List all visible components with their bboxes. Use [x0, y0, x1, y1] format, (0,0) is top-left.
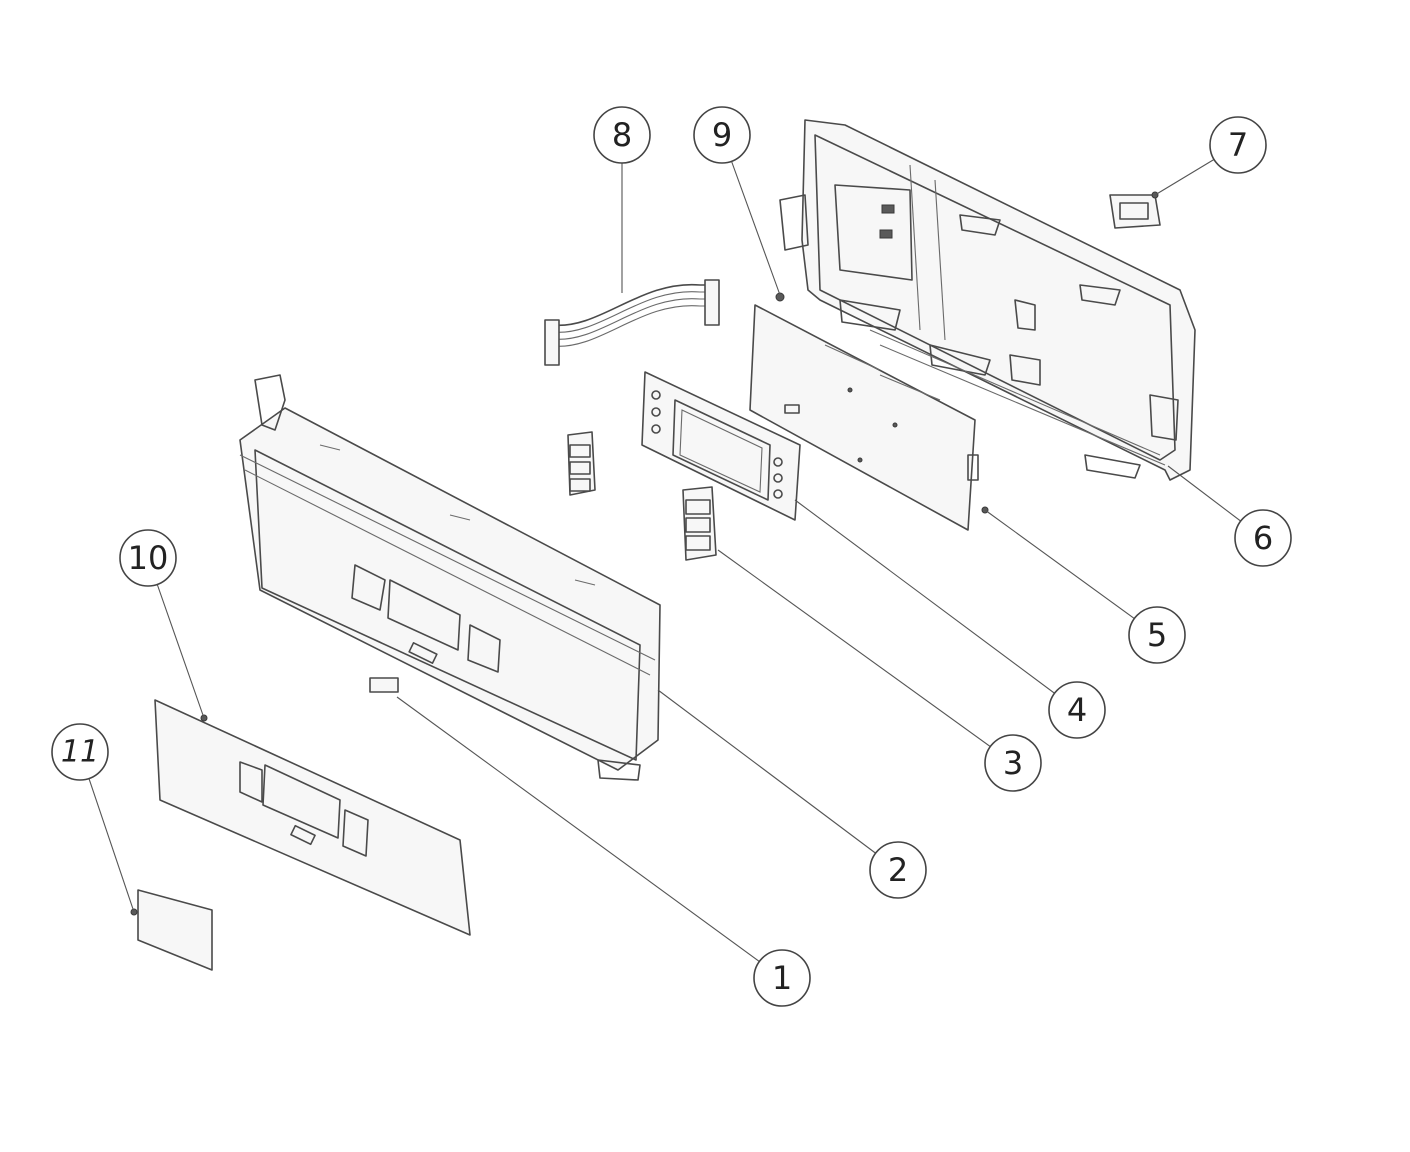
- callout-11-label: 11: [61, 735, 99, 770]
- callout-8: 8: [593, 106, 651, 164]
- callout-10: 10: [119, 529, 177, 587]
- callout-11: 11: [51, 723, 109, 781]
- callout-6: 6: [1234, 509, 1292, 567]
- callout-1: 1: [753, 949, 811, 1007]
- callout-2: 2: [869, 841, 927, 899]
- callout-6-label: 6: [1253, 519, 1273, 557]
- callout-2-label: 2: [888, 851, 908, 889]
- callout-3: 3: [984, 734, 1042, 792]
- callout-7-label: 7: [1228, 126, 1248, 164]
- callout-8-label: 8: [612, 116, 632, 154]
- callout-4: 4: [1048, 681, 1106, 739]
- callout-1-label: 1: [772, 959, 792, 997]
- callout-5-label: 5: [1147, 616, 1167, 654]
- part-3-keypads: [567, 431, 717, 561]
- callout-7: 7: [1209, 116, 1267, 174]
- part-10-front-panel: [154, 699, 471, 936]
- callout-9-label: 9: [712, 116, 732, 154]
- callout-5: 5: [1128, 606, 1186, 664]
- callout-4-label: 4: [1067, 691, 1087, 729]
- part-6-rear-housing: [779, 119, 1196, 481]
- callout-10-label: 10: [128, 539, 169, 577]
- part-11-card: [130, 889, 213, 971]
- part-8-ribbon-cable: [544, 279, 720, 366]
- part-2-front-frame: [239, 374, 661, 781]
- part-4-display-board: [641, 371, 801, 521]
- callout-3-label: 3: [1003, 744, 1023, 782]
- part-9-screw: [775, 292, 785, 302]
- part-7-bracket: [1109, 191, 1161, 229]
- callout-9: 9: [693, 106, 751, 164]
- part-5-control-board: [749, 304, 989, 531]
